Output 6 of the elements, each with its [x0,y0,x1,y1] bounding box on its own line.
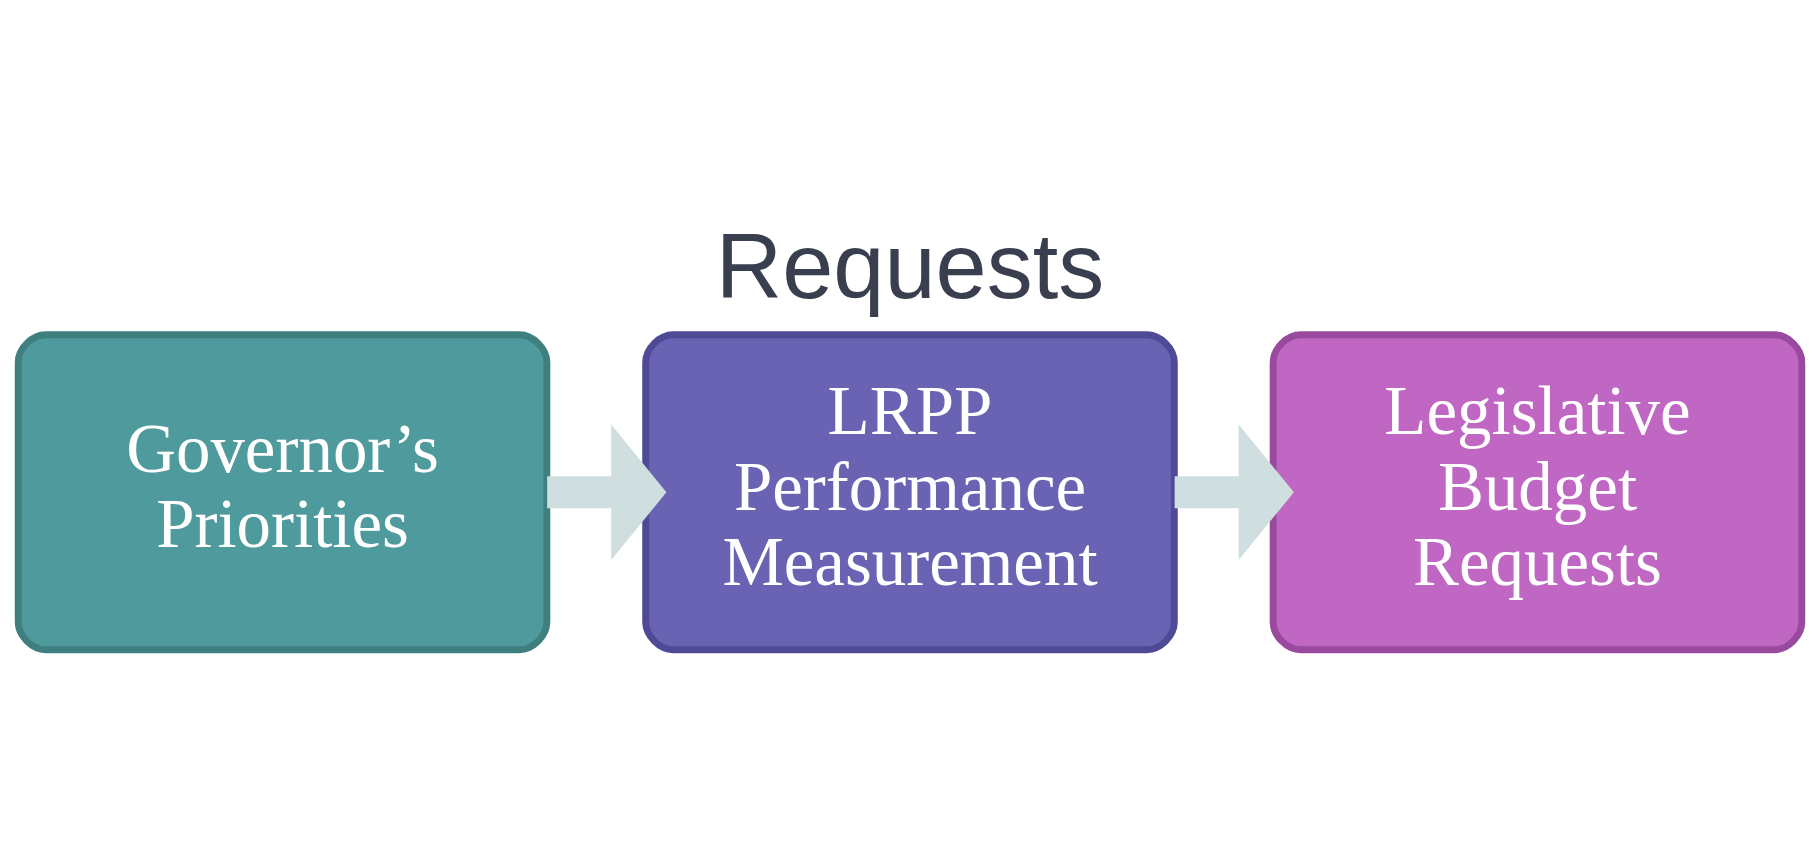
arrow [546,424,666,560]
arrow [1174,424,1294,560]
node-box: LRPP Performance Measurement [641,331,1178,654]
node-box: Governor’s Priorities [14,331,550,654]
node-box: Legislative Budget Requests [1269,331,1805,654]
diagram-title: Requests [715,215,1104,318]
